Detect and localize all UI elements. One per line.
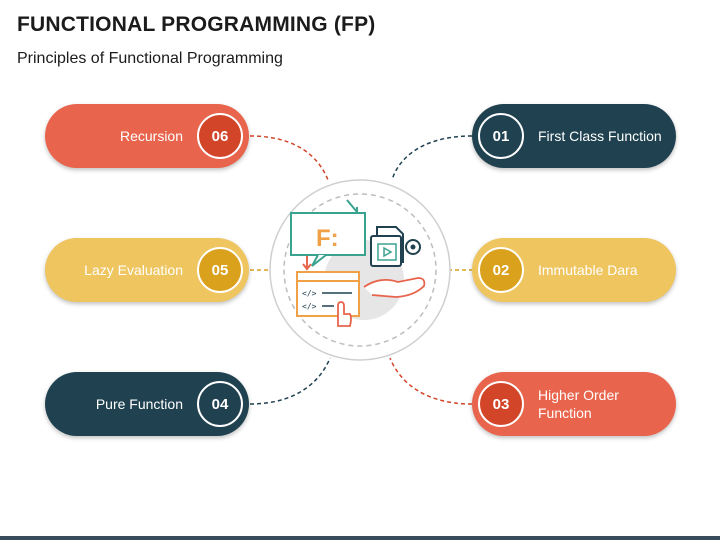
page-title: FUNCTIONAL PROGRAMMING (FP)	[17, 13, 376, 36]
connector-03	[389, 357, 473, 405]
icon-letter: F:	[316, 225, 339, 252]
principle-label: Recursion	[119, 128, 183, 144]
principle-pill-06: Recursion 06	[45, 104, 249, 168]
center-inner-dashed-ring	[283, 193, 437, 347]
functional-programming-icon: F: </> </>	[290, 199, 426, 327]
principle-label: Immutable Dara	[538, 262, 638, 278]
principle-label: Higher Order Function	[538, 387, 619, 421]
principle-number-badge: 02	[478, 247, 524, 293]
principle-pill-02: 02 Immutable Dara	[472, 238, 676, 302]
principle-label: First Class Function	[538, 128, 662, 144]
principle-pill-03: 03 Higher Order Function	[472, 372, 676, 436]
connector-04	[249, 357, 331, 405]
principle-number-badge: 06	[197, 113, 243, 159]
connector-06	[249, 135, 329, 181]
svg-text:</>: </>	[302, 289, 317, 298]
footer-bar	[0, 536, 720, 540]
principle-label: Pure Function	[95, 396, 183, 412]
svg-text:</>: </>	[302, 302, 317, 311]
principle-pill-01: 01 First Class Function	[472, 104, 676, 168]
principle-number-badge: 04	[197, 381, 243, 427]
connector-01	[391, 135, 473, 181]
principle-label: Lazy Evaluation	[84, 262, 183, 278]
principle-pill-04: Pure Function 04	[45, 372, 249, 436]
principle-number-badge: 03	[478, 381, 524, 427]
principle-number-badge: 05	[197, 247, 243, 293]
principle-number-badge: 01	[478, 113, 524, 159]
page-subtitle: Principles of Functional Programming	[17, 50, 283, 67]
principle-pill-05: Lazy Evaluation 05	[45, 238, 249, 302]
